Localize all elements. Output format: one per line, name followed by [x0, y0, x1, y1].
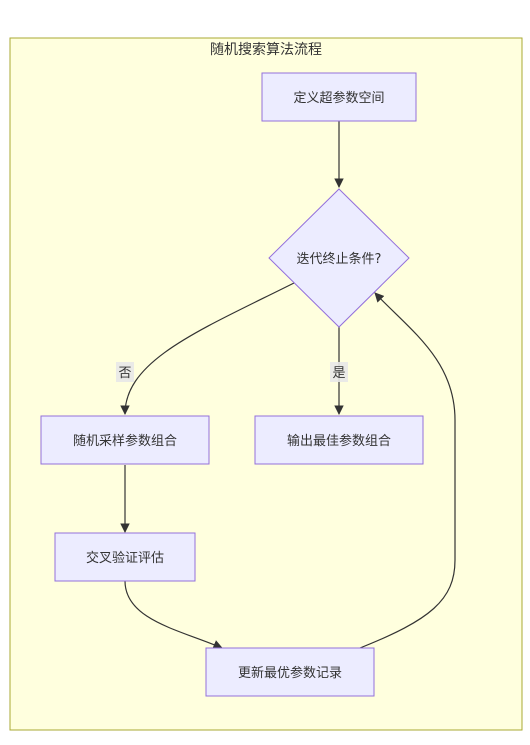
edge-label-no: 否 — [118, 366, 131, 381]
node-iter-check — [268, 188, 410, 328]
edge-label-no-bg — [116, 362, 134, 382]
node-output-best — [254, 415, 424, 465]
node-cross-validate — [54, 532, 196, 582]
edge-validate-to-update — [124, 580, 223, 650]
edge-update-to-check — [359, 292, 456, 649]
node-update-best — [205, 647, 375, 697]
node-random-sample-label: 随机采样参数组合 — [73, 433, 177, 449]
subgraph-title: 随机搜索算法流程 — [210, 41, 322, 58]
edge-label-yes-bg — [330, 362, 348, 382]
node-cross-validate-label: 交叉验证评估 — [86, 550, 164, 566]
node-output-best-label: 输出最佳参数组合 — [287, 433, 391, 449]
edge-label-yes: 是 — [332, 366, 345, 381]
node-iter-check-label: 迭代终止条件? — [297, 251, 382, 267]
node-define-space-label: 定义超参数空间 — [293, 90, 384, 106]
node-update-best-label: 更新最优参数记录 — [238, 665, 342, 681]
edge-check-to-sample — [120, 282, 295, 415]
node-define-space — [261, 72, 417, 122]
subgraph-container — [9, 37, 523, 731]
node-random-sample — [40, 415, 210, 465]
